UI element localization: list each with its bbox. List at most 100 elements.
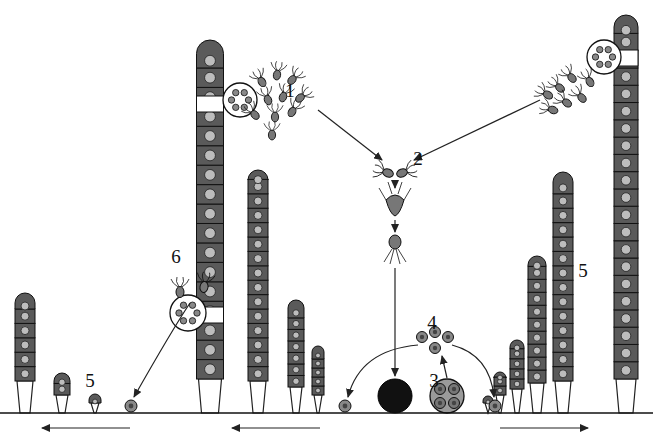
spore-center (438, 401, 442, 405)
cell (614, 206, 638, 223)
flagella (264, 122, 280, 131)
basal-cell (199, 379, 222, 413)
nucleus (559, 341, 567, 349)
nucleus (559, 327, 567, 335)
nucleus (254, 176, 262, 184)
nucleus (21, 341, 29, 349)
basal-cell (56, 395, 68, 413)
filament (170, 40, 257, 413)
nucleus (21, 302, 29, 310)
nucleus (254, 211, 262, 219)
spore-center (343, 404, 348, 409)
callout-number: 6 (171, 247, 181, 266)
spore (339, 400, 351, 412)
spore (245, 97, 251, 103)
cell (614, 154, 638, 171)
cell (614, 120, 638, 137)
callout-number: 4 (427, 313, 437, 332)
cell (248, 208, 268, 222)
cell (614, 310, 638, 327)
spore (189, 302, 195, 308)
basal-cell (290, 387, 302, 413)
nucleus (559, 312, 567, 320)
spore (180, 302, 186, 308)
zoospore (194, 271, 215, 294)
cell (614, 362, 638, 379)
nucleus (205, 228, 216, 239)
nucleus (621, 175, 631, 185)
zoospore (544, 73, 569, 97)
callout-number: 3 (429, 371, 439, 390)
nucleus (21, 370, 29, 378)
spore (176, 310, 182, 316)
cell (248, 295, 268, 309)
cell (553, 266, 573, 280)
flagella (551, 89, 568, 107)
nucleus (205, 111, 216, 122)
filament (510, 340, 524, 413)
cell (510, 369, 524, 379)
zoospore (248, 66, 271, 90)
flagella (298, 83, 315, 101)
arrow (348, 345, 418, 397)
nucleus (59, 386, 65, 392)
nucleus (205, 150, 216, 161)
nucleus (621, 314, 631, 324)
spore (443, 332, 454, 343)
zoospore-body (273, 70, 282, 81)
nucleus (533, 282, 540, 289)
growth-arrow (42, 427, 130, 428)
basal-cell (555, 381, 571, 413)
cell (510, 379, 524, 389)
nucleus (621, 366, 631, 376)
nucleus (621, 141, 631, 151)
flagella (240, 99, 258, 116)
zoospore (268, 60, 287, 81)
cell (614, 68, 638, 85)
nucleus (533, 321, 540, 328)
nucleus (21, 312, 29, 320)
zoospore-body (395, 167, 408, 178)
cell (528, 370, 546, 383)
cell (197, 223, 224, 242)
spore (125, 400, 137, 412)
arrow (394, 182, 395, 188)
cell (248, 323, 268, 337)
nucleus (498, 375, 503, 380)
nucleus (205, 55, 216, 66)
nucleus (533, 360, 540, 367)
nucleus (621, 210, 631, 220)
nucleus (316, 353, 321, 358)
cell (553, 367, 573, 381)
flagella (567, 82, 585, 99)
nucleus (621, 296, 631, 306)
cell (553, 309, 573, 323)
cell (312, 386, 324, 395)
arrow (394, 220, 395, 232)
nucleus (559, 211, 567, 219)
cell (528, 305, 546, 318)
cell (197, 243, 224, 262)
flagella (267, 104, 283, 113)
spore (592, 54, 598, 60)
cell (614, 223, 638, 240)
growth-arrow (500, 427, 588, 428)
nucleus (514, 361, 520, 367)
zoospore (267, 104, 283, 122)
nucleus (293, 343, 299, 349)
cell (288, 329, 304, 341)
cell (553, 280, 573, 294)
basal-cell (314, 395, 322, 413)
nucleus (205, 169, 216, 180)
zoospore-body (249, 109, 261, 121)
flagella (171, 277, 189, 287)
flagella (384, 249, 406, 264)
nucleus (559, 197, 567, 205)
tip-cell (89, 394, 101, 403)
zoospore (256, 85, 278, 108)
cell (614, 293, 638, 310)
filament (288, 300, 304, 413)
nucleus (559, 283, 567, 291)
zoospore-body (294, 92, 306, 104)
zoospore (538, 98, 561, 120)
